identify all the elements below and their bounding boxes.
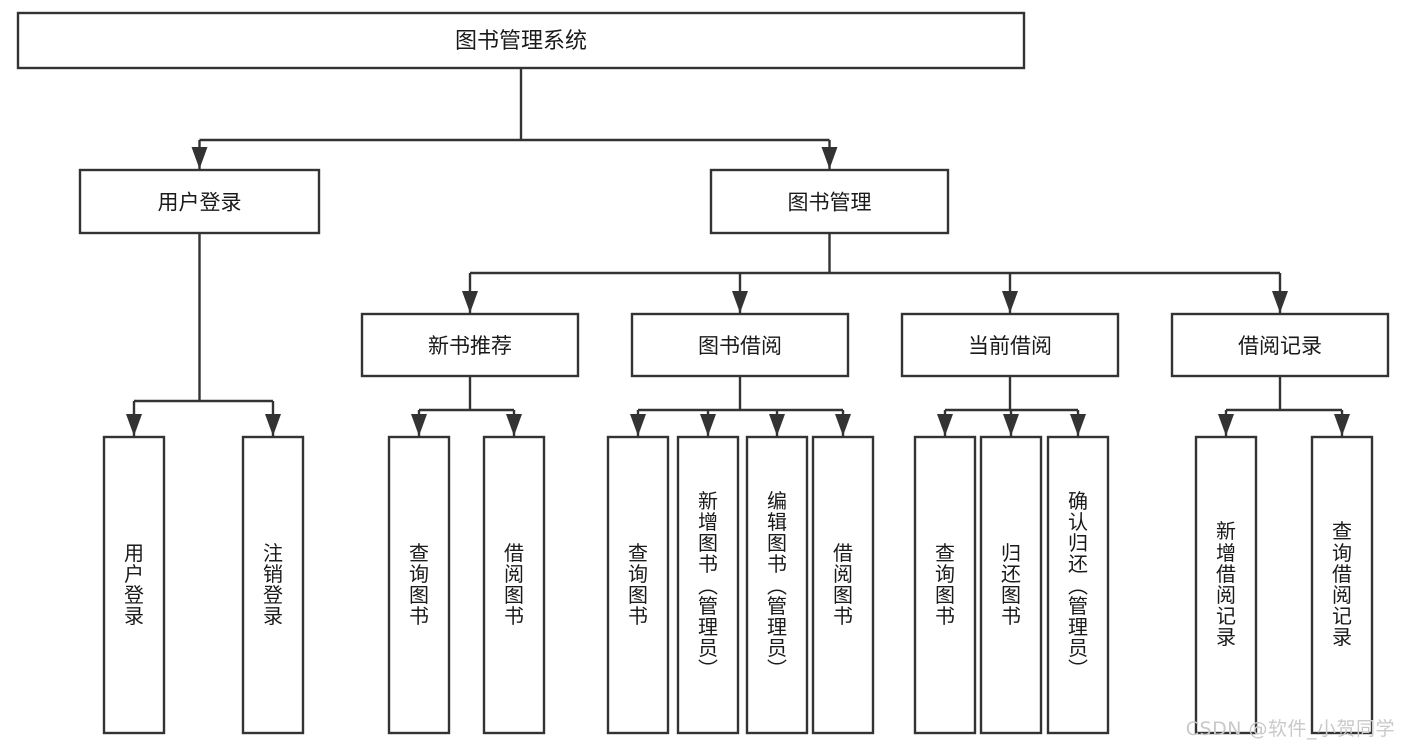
root-node-box[interactable] xyxy=(16,11,1026,70)
leaf-node-4-box[interactable] xyxy=(606,435,670,735)
leaf-node-6-box[interactable] xyxy=(745,435,809,735)
arrow-head-icon xyxy=(191,147,208,169)
arrow-head-icon xyxy=(1003,414,1019,436)
node-boxes xyxy=(16,11,1390,735)
leaf-node-12-box[interactable] xyxy=(1310,435,1374,735)
arrow-head-icon xyxy=(1070,414,1086,436)
level2-node-2-box[interactable] xyxy=(900,312,1120,378)
arrow-head-icon xyxy=(411,414,427,436)
level2-node-0-box[interactable] xyxy=(360,312,580,378)
leaf-node-10-box[interactable] xyxy=(1046,435,1110,735)
arrow-head-icon xyxy=(1334,414,1350,436)
leaf-node-0-box[interactable] xyxy=(102,435,166,735)
arrow-head-icon xyxy=(1272,291,1288,313)
arrow-head-icon xyxy=(732,291,748,313)
arrow-head-icon xyxy=(126,414,142,436)
arrow-head-icon xyxy=(821,147,838,169)
level2-node-2-label: 当前借阅 xyxy=(968,334,1052,358)
level2-node-3-box[interactable] xyxy=(1170,312,1390,378)
root-node-label: 图书管理系统 xyxy=(455,29,587,54)
level1-node-0-box[interactable] xyxy=(78,168,321,235)
leaf-node-11-box[interactable] xyxy=(1194,435,1258,735)
leaf-node-8-box[interactable] xyxy=(913,435,977,735)
level2-node-1-label: 图书借阅 xyxy=(698,334,782,358)
connector-lines xyxy=(126,68,1350,436)
arrow-head-icon xyxy=(462,291,478,313)
level1-node-1-box[interactable] xyxy=(709,168,950,235)
arrow-head-icon xyxy=(700,414,716,436)
level2-node-1-box[interactable] xyxy=(630,312,850,378)
leaf-node-9-box[interactable] xyxy=(979,435,1043,735)
arrow-head-icon xyxy=(630,414,646,436)
leaf-node-3-box[interactable] xyxy=(482,435,546,735)
level2-node-0-label: 新书推荐 xyxy=(428,334,512,358)
arrow-head-icon xyxy=(769,414,785,436)
arrow-head-icon xyxy=(937,414,953,436)
level2-node-3-label: 借阅记录 xyxy=(1238,334,1322,358)
arrow-head-icon xyxy=(506,414,522,436)
arrow-head-icon xyxy=(1218,414,1234,436)
arrow-head-icon xyxy=(265,414,281,436)
arrow-head-icon xyxy=(1002,291,1018,313)
leaf-node-1-box[interactable] xyxy=(241,435,305,735)
level1-node-0-label: 用户登录 xyxy=(158,191,242,215)
arrow-head-icon xyxy=(835,414,851,436)
leaf-node-7-box[interactable] xyxy=(811,435,875,735)
leaf-node-5-box[interactable] xyxy=(676,435,740,735)
leaf-node-2-box[interactable] xyxy=(387,435,451,735)
level1-node-1-label: 图书管理 xyxy=(788,191,872,215)
